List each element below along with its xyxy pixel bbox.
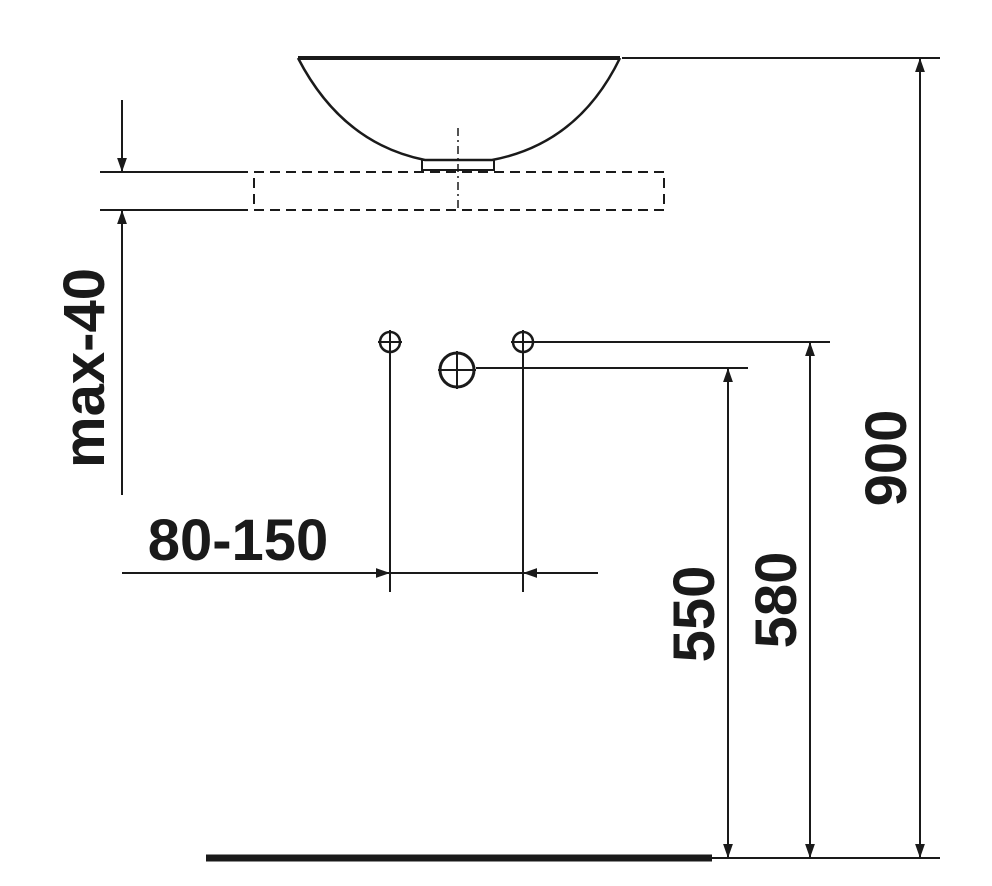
basin-height-dimension [622, 57, 940, 858]
basin-bowl [296, 56, 622, 171]
right-inlet-symbol [511, 330, 830, 592]
outlet-height-label: 550 [662, 566, 727, 663]
max-40-label: max-40 [52, 268, 117, 468]
outlet-symbol [438, 351, 748, 389]
max-40-dimension [100, 100, 248, 495]
inlet-height-label: 580 [744, 552, 809, 649]
counter-top-dashed [253, 171, 665, 211]
spacing-label: 80-150 [148, 508, 329, 573]
basin-height-label: 900 [854, 410, 919, 507]
left-inlet-symbol [378, 330, 402, 592]
